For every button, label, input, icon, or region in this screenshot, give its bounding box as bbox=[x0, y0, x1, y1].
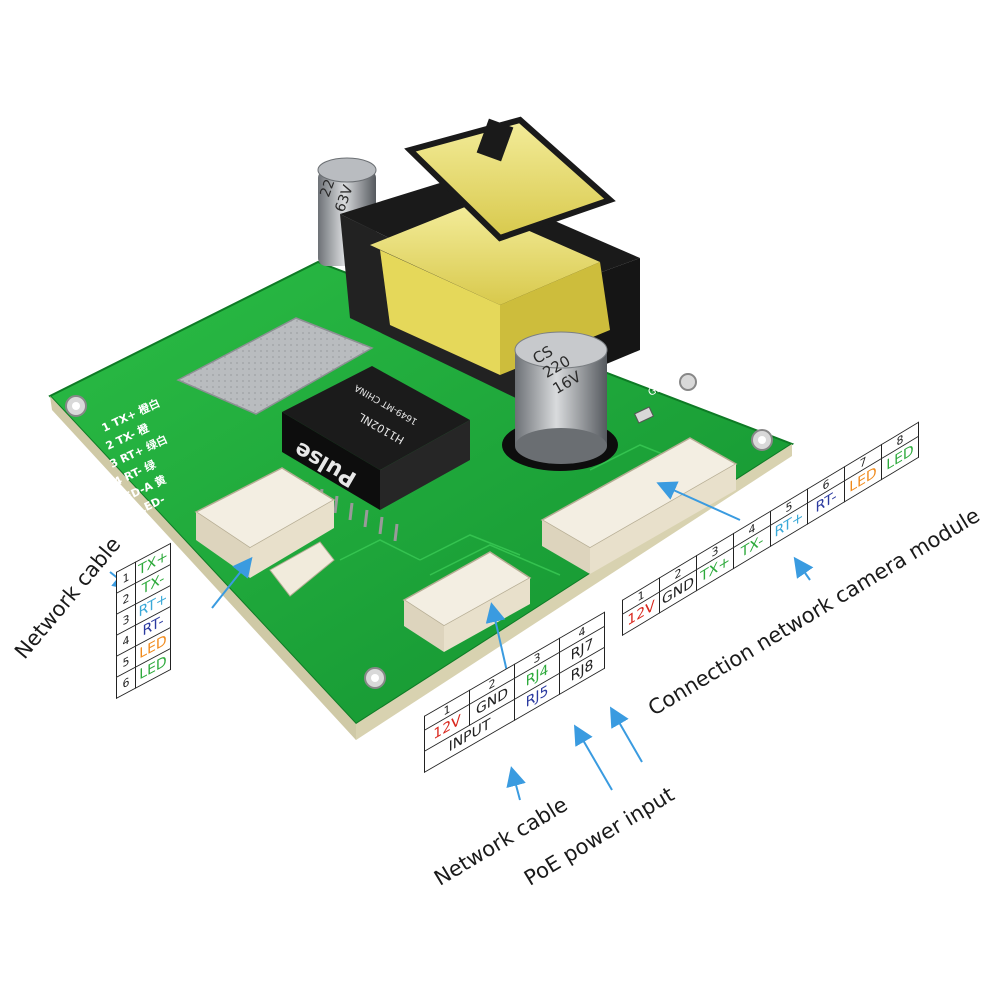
arrow-left-connector bbox=[211, 556, 253, 609]
small-cap-line-1: 22 bbox=[317, 177, 338, 199]
main-capacitor: CS 220 16V bbox=[502, 331, 618, 471]
connector-8pin-right bbox=[540, 437, 738, 574]
arrow-bottom-connector bbox=[485, 602, 509, 677]
arrow-rj8 bbox=[610, 706, 643, 763]
arrow-rj5 bbox=[573, 724, 613, 791]
mounting-holes bbox=[65, 373, 773, 689]
arrow-right-connector bbox=[656, 481, 741, 521]
arrow-network-cable-bottom bbox=[506, 766, 526, 801]
arrow-rt-plus bbox=[793, 556, 814, 581]
pulse-chip: Pulse H1102NL 1649-MT CHINA bbox=[282, 366, 470, 542]
connector-6pin-left bbox=[194, 467, 336, 597]
shield-pad bbox=[176, 317, 374, 415]
